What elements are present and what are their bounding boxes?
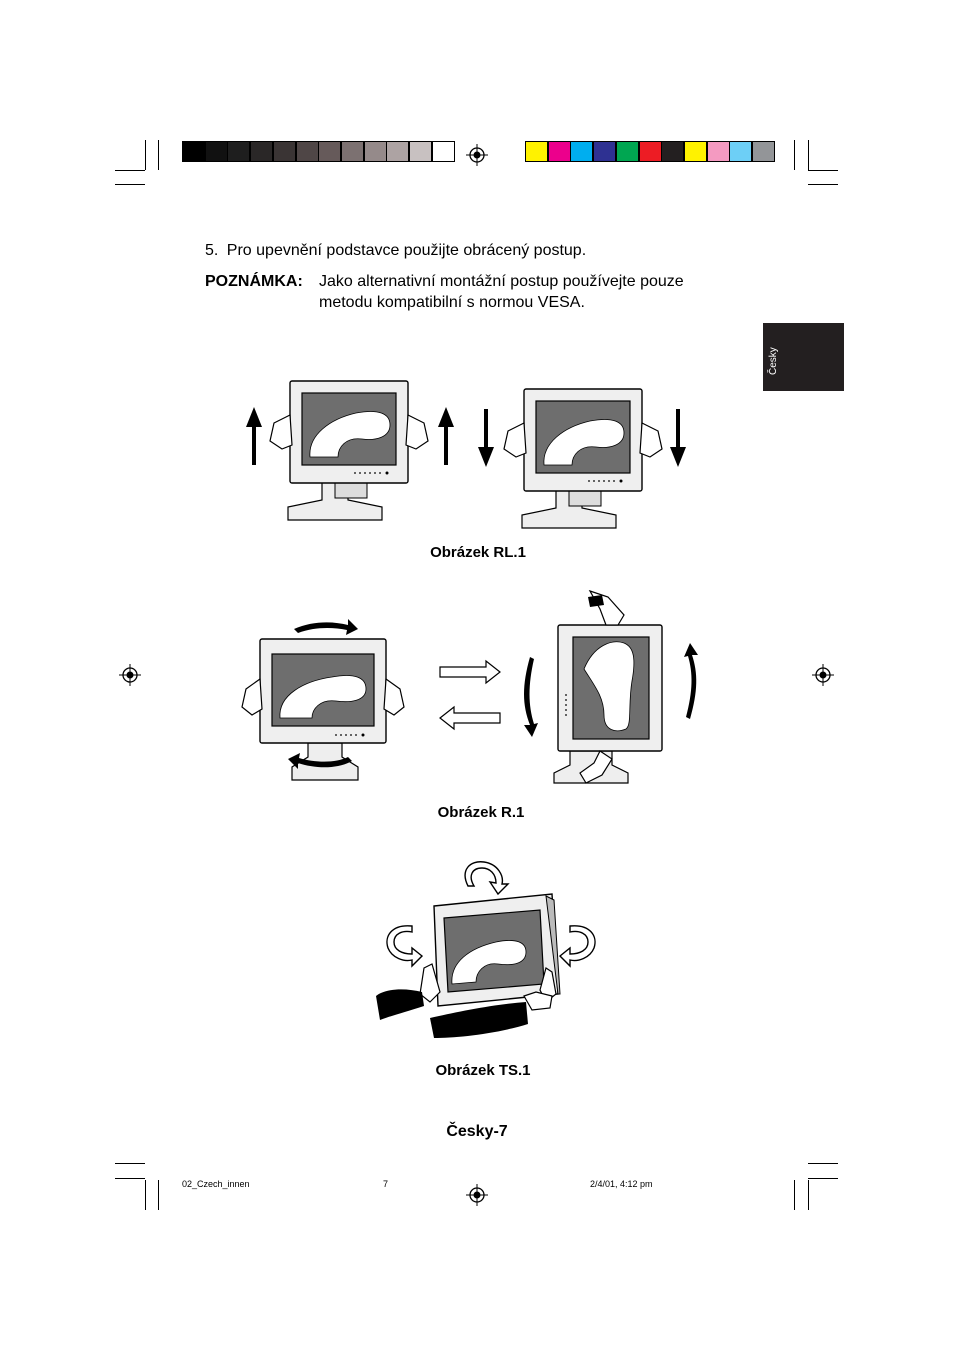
gray-swatch [409, 141, 432, 162]
language-tab: Česky [763, 323, 844, 391]
color-swatch [593, 141, 617, 162]
color-swatch [706, 141, 730, 162]
gray-swatch [250, 141, 274, 162]
color-swatch [638, 141, 662, 162]
note-line-1: Jako alternativní montážní postup použív… [319, 273, 684, 290]
gray-swatch [227, 141, 251, 162]
figure-ts1-caption: Obrázek TS.1 [435, 1062, 531, 1079]
gray-swatch [182, 141, 205, 162]
note-label: POZNÁMKA: [205, 273, 303, 290]
gray-swatch [363, 141, 387, 162]
figure-ts1-illustration [376, 861, 596, 1038]
registration-mark-right-icon [812, 664, 834, 686]
color-swatch [547, 141, 571, 162]
color-swatch [570, 141, 594, 162]
note-line-2: metodu kompatibilní s normou VESA. [319, 294, 585, 311]
gray-swatch [204, 141, 228, 162]
footer-timestamp: 2/4/01, 4:12 pm [590, 1179, 653, 1189]
figure-rl1-caption: Obrázek RL.1 [430, 544, 526, 561]
page-label: Česky-7 [446, 1123, 508, 1140]
color-swatch [729, 141, 753, 162]
registration-mark-bottom-icon [466, 1184, 488, 1206]
color-swatch [615, 141, 639, 162]
color-swatch [683, 141, 707, 162]
step-5: 5. Pro upevnění podstavce použijte obrác… [205, 240, 586, 261]
step-number: 5. [205, 242, 219, 259]
gray-swatch [295, 141, 319, 162]
color-swatch [752, 141, 775, 162]
gray-swatch [340, 141, 364, 162]
footer-page-number: 7 [383, 1179, 389, 1189]
registration-mark-top-icon [466, 144, 488, 166]
figure-r1-illustration [241, 589, 698, 784]
gray-swatch [386, 141, 410, 162]
gray-swatch [318, 141, 342, 162]
step-text: Pro upevnění podstavce použijte obrácený… [226, 242, 587, 259]
figure-r1-caption: Obrázek R.1 [437, 804, 525, 821]
footer-filename: 02_Czech_innen [182, 1179, 250, 1189]
gray-swatch [272, 141, 296, 162]
color-swatch [525, 141, 548, 162]
gray-swatch [431, 141, 455, 162]
color-swatch [661, 141, 685, 162]
figure-rl1-illustration [246, 380, 686, 529]
registration-mark-left-icon [119, 664, 141, 686]
language-tab-label: Česky [768, 347, 779, 375]
